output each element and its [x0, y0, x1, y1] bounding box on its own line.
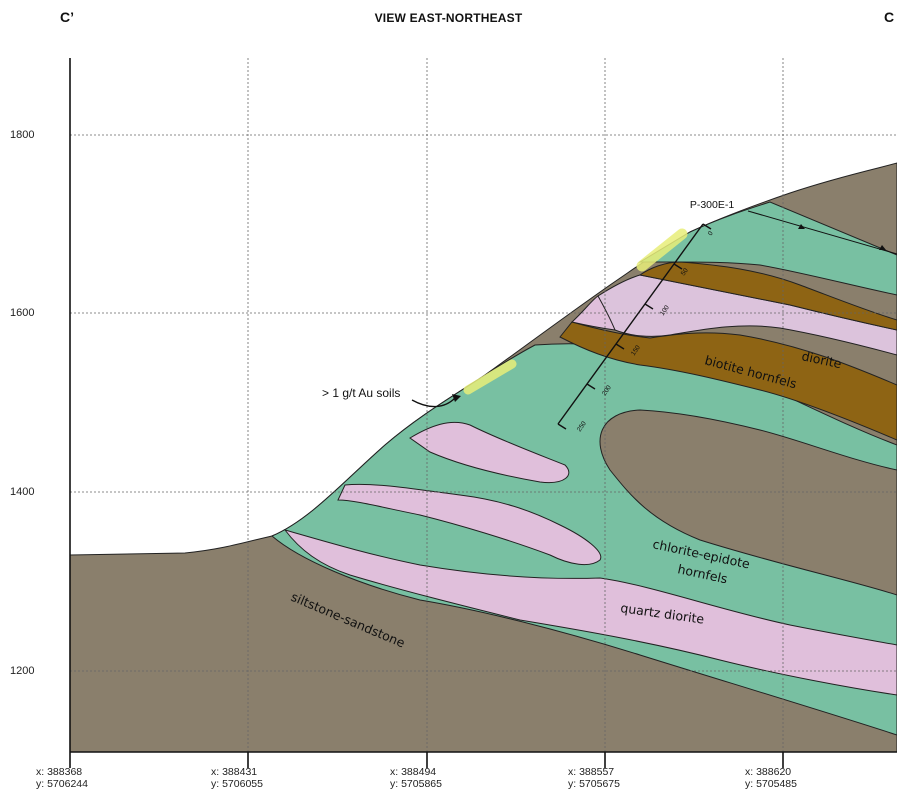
coordinate-3-x: x: 388494	[390, 766, 437, 778]
coordinate-5: x: 388620 y: 5705485	[745, 766, 797, 790]
quartz-diorite-main	[283, 529, 897, 696]
au-soil-highlight-1	[463, 359, 517, 395]
axes	[69, 58, 897, 768]
au-soils-arrowhead	[452, 394, 461, 402]
coordinate-1-x: x: 388368	[36, 766, 83, 778]
coordinate-2-y: y: 5706055	[211, 778, 263, 790]
coordinate-2: x: 388431 y: 5706055	[211, 766, 263, 790]
au-soils-arrow	[411, 397, 456, 408]
drillhole-trace	[557, 223, 712, 430]
section-label-right: C	[884, 9, 895, 25]
elevation-label-1200: 1200	[10, 665, 35, 677]
coordinate-5-x: x: 388620	[745, 766, 792, 778]
quartz-diorite-tongue-2	[337, 483, 602, 566]
coordinate-2-x: x: 388431	[211, 766, 258, 778]
fault-tick-2	[879, 245, 886, 250]
au-soils-label: > 1 g/t Au soils	[322, 386, 400, 400]
drillhole-name: P-300E-1	[690, 199, 735, 211]
quartz-diorite-tongue-1	[409, 421, 570, 484]
chlorite-epidote-upper	[638, 201, 897, 296]
elevation-label-1400: 1400	[10, 486, 35, 498]
coordinate-3-y: y: 5705865	[390, 778, 442, 790]
fault-tick-1	[798, 224, 805, 229]
coordinate-1-y: y: 5706244	[36, 778, 88, 790]
diorite-thin	[570, 295, 616, 331]
coordinate-4-x: x: 388557	[568, 766, 615, 778]
elevation-label-1600: 1600	[10, 307, 35, 319]
grid-lines	[70, 58, 897, 752]
depth-mark-50: 50	[680, 267, 690, 277]
coordinate-3: x: 388494 y: 5705865	[390, 766, 442, 790]
depth-mark-0: 0	[707, 230, 715, 237]
fault-line	[747, 210, 897, 255]
section-label-left: C’	[60, 9, 74, 25]
biotite-hornfels-upper	[638, 261, 897, 331]
au-soil-highlight-2	[636, 228, 688, 272]
elevation-label-1800: 1800	[10, 129, 35, 141]
coordinate-4-y: y: 5705675	[568, 778, 620, 790]
coordinate-5-y: y: 5705485	[745, 778, 797, 790]
coordinate-1: x: 388368 y: 5706244	[36, 766, 88, 790]
section-title: VIEW EAST-NORTHEAST	[374, 11, 523, 25]
coordinate-4: x: 388557 y: 5705675	[568, 766, 620, 790]
